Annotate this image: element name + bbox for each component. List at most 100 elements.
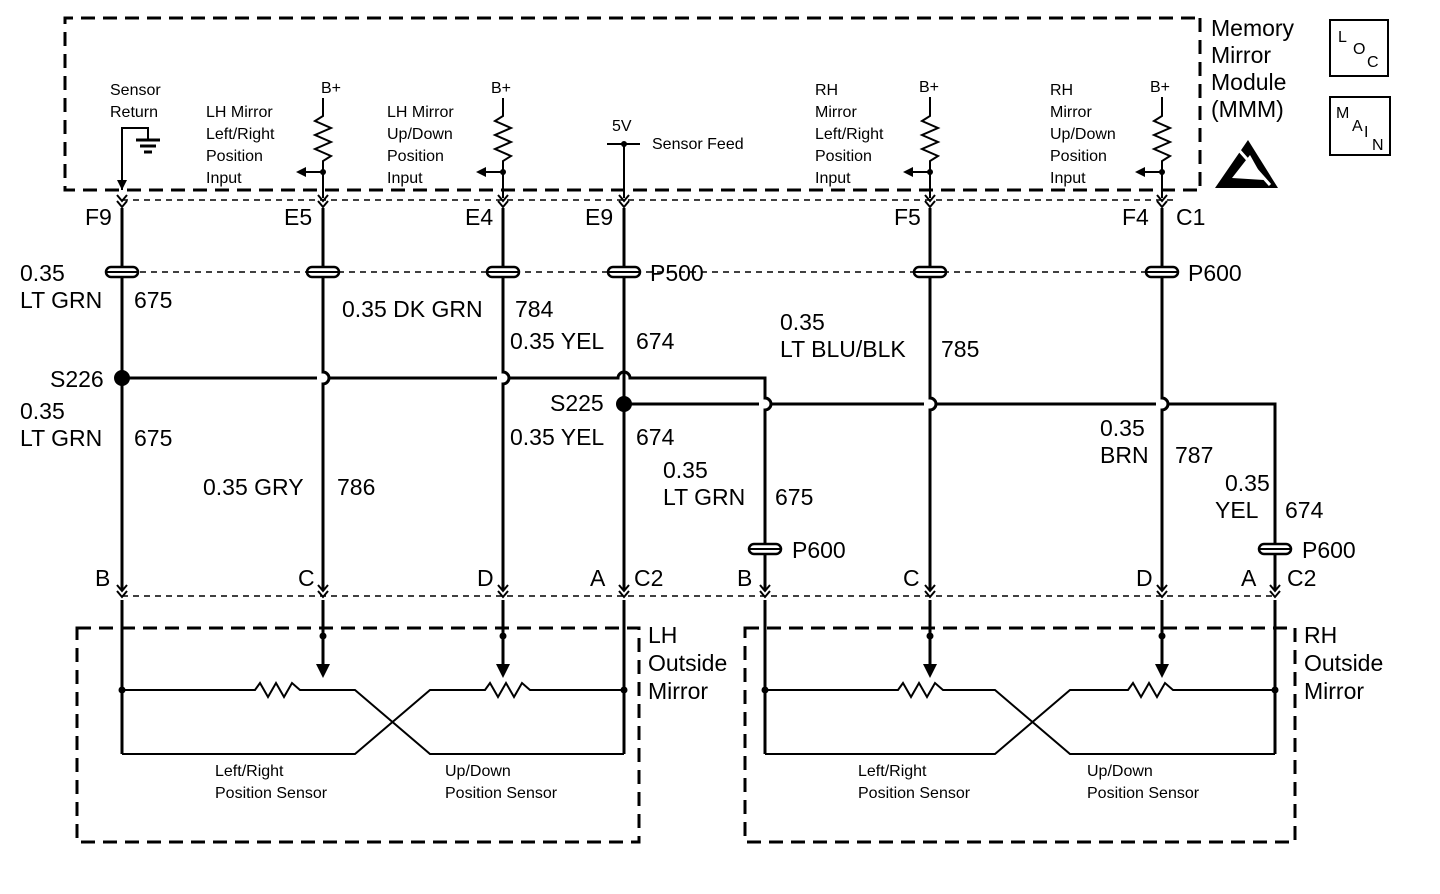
rh-ud-input-label1: RH bbox=[1050, 82, 1073, 99]
w674-circuit: 674 bbox=[636, 328, 675, 354]
rh-ud-input-label4: Position bbox=[1050, 148, 1107, 165]
lh-ud-wiper-arrow bbox=[496, 664, 510, 678]
w675c-gauge: 0.35 bbox=[663, 457, 708, 483]
w784-circuit: 784 bbox=[515, 296, 554, 322]
w787-circuit: 787 bbox=[1175, 442, 1213, 468]
wire-674-to-rh bbox=[624, 402, 1277, 590]
rh-lr-sensor-label1: Left/Right bbox=[858, 763, 927, 780]
pin-f5: F5 bbox=[894, 204, 921, 230]
splice-s225 bbox=[616, 396, 632, 412]
module-title-line4: (MMM) bbox=[1211, 96, 1284, 122]
svg-text:N: N bbox=[1372, 137, 1384, 154]
rh-lr-input-label5: Input bbox=[815, 170, 851, 187]
pullup-resistor-f5 bbox=[903, 97, 939, 198]
w675-gauge: 0.35 bbox=[20, 260, 65, 286]
lh-lr-input-label2: Left/Right bbox=[206, 126, 275, 143]
w675c-circuit: 675 bbox=[775, 484, 813, 510]
sensor-feed-source bbox=[607, 141, 640, 198]
inline-connectors bbox=[104, 265, 1293, 556]
lh-outside-mirror: LH Outside Mirror Left/Right Position Se… bbox=[75, 600, 727, 844]
lh-ud-sensor-resistor bbox=[122, 680, 624, 755]
rh-pin-a: A bbox=[1241, 565, 1257, 591]
lh-lr-sensor-label1: Left/Right bbox=[215, 763, 284, 780]
pullup-resistor-e5 bbox=[296, 98, 332, 198]
module-title-line3: Module bbox=[1211, 69, 1286, 95]
rh-ud-input-label5: Input bbox=[1050, 170, 1086, 187]
lh-lr-input-label1: LH Mirror bbox=[206, 104, 273, 121]
rh-pin-b: B bbox=[737, 565, 752, 591]
lh-lr-input-label4: Input bbox=[206, 170, 242, 187]
rh-ud-sensor-label2: Position Sensor bbox=[1087, 785, 1200, 802]
wire-786 bbox=[321, 208, 331, 590]
lh-pin-c: C bbox=[298, 565, 315, 591]
pin-e9: E9 bbox=[585, 204, 613, 230]
lh-lr-wiper-arrow bbox=[316, 664, 330, 678]
lh-mirror-outline bbox=[75, 626, 641, 844]
bottom-pin-chevrons bbox=[116, 584, 1281, 598]
w674b-label: 0.35 YEL bbox=[510, 424, 604, 450]
svg-text:I: I bbox=[1364, 124, 1368, 141]
w784-label: 0.35 DK GRN bbox=[342, 296, 483, 322]
w675-color: LT GRN bbox=[20, 287, 102, 313]
lh-lr-sensor-resistor bbox=[122, 680, 624, 755]
wire-784 bbox=[501, 208, 511, 590]
w785-circuit: 785 bbox=[941, 336, 979, 362]
lh-pin-d: D bbox=[477, 565, 494, 591]
rh-pin-c: C bbox=[903, 565, 920, 591]
rh-mirror-outline bbox=[743, 626, 1297, 844]
lh-ud-input-label3: Position bbox=[387, 148, 444, 165]
rh-lr-sensor-label2: Position Sensor bbox=[858, 785, 971, 802]
w785-color: LT BLU/BLK bbox=[780, 336, 906, 362]
svg-text:C: C bbox=[1367, 54, 1379, 71]
w786-circuit: 786 bbox=[337, 474, 375, 500]
pin-f9: F9 bbox=[85, 204, 112, 230]
wire-675-to-rh bbox=[122, 370, 773, 590]
w674c-color: YEL bbox=[1215, 497, 1259, 523]
bplus-label-f5: B+ bbox=[919, 79, 939, 96]
pullup-resistor-f4 bbox=[1135, 97, 1171, 198]
pullup-resistor-e4 bbox=[476, 98, 512, 198]
svg-text:M: M bbox=[1336, 105, 1349, 122]
rh-pin-c2: C2 bbox=[1287, 565, 1316, 591]
svg-text:A: A bbox=[1352, 118, 1363, 135]
pin-e4: E4 bbox=[465, 204, 493, 230]
pin-e5: E5 bbox=[284, 204, 312, 230]
lh-mirror-title1: LH bbox=[648, 622, 677, 648]
pin-c1: C1 bbox=[1176, 204, 1205, 230]
bplus-label-e5: B+ bbox=[321, 80, 341, 97]
top-pin-chevrons bbox=[116, 194, 1168, 208]
lh-lr-input-label3: Position bbox=[206, 148, 263, 165]
loc-icon: L O C bbox=[1329, 19, 1389, 77]
w674c-gauge: 0.35 bbox=[1225, 470, 1270, 496]
sensor-return-label1: Sensor bbox=[110, 82, 161, 99]
s225-label: S225 bbox=[550, 390, 604, 416]
connector-p600-right: P600 bbox=[1302, 537, 1356, 563]
lh-lr-sensor-label2: Position Sensor bbox=[215, 785, 328, 802]
bplus-label-e4: B+ bbox=[491, 80, 511, 97]
module-title-line2: Mirror bbox=[1211, 42, 1271, 68]
rh-lr-input-label4: Position bbox=[815, 148, 872, 165]
w787-gauge: 0.35 bbox=[1100, 415, 1145, 441]
rh-ud-sensor-resistor bbox=[765, 680, 1275, 755]
rh-mirror-title2: Outside bbox=[1304, 650, 1383, 676]
w786-label: 0.35 GRY bbox=[203, 474, 304, 500]
w675b-circuit: 675 bbox=[134, 425, 172, 451]
lh-mirror-title3: Mirror bbox=[648, 678, 708, 704]
rh-lr-input-label1: RH bbox=[815, 82, 838, 99]
lh-ud-sensor-label2: Position Sensor bbox=[445, 785, 558, 802]
lh-pin-b: B bbox=[95, 565, 110, 591]
lh-ud-input-label1: LH Mirror bbox=[387, 104, 454, 121]
lh-ud-input-label2: Up/Down bbox=[387, 126, 453, 143]
wire-787 bbox=[1160, 208, 1170, 590]
svg-text:O: O bbox=[1353, 41, 1365, 58]
w675b-color: LT GRN bbox=[20, 425, 102, 451]
rh-ud-input-label3: Up/Down bbox=[1050, 126, 1116, 143]
w785-gauge: 0.35 bbox=[780, 309, 825, 335]
rh-pin-d: D bbox=[1136, 565, 1153, 591]
rh-lr-input-label3: Left/Right bbox=[815, 126, 884, 143]
connector-p500: P500 bbox=[650, 260, 704, 286]
w675-circuit: 675 bbox=[134, 287, 172, 313]
lh-ud-sensor-label1: Up/Down bbox=[445, 763, 511, 780]
w675c-color: LT GRN bbox=[663, 484, 745, 510]
lh-ud-input-label4: Input bbox=[387, 170, 423, 187]
